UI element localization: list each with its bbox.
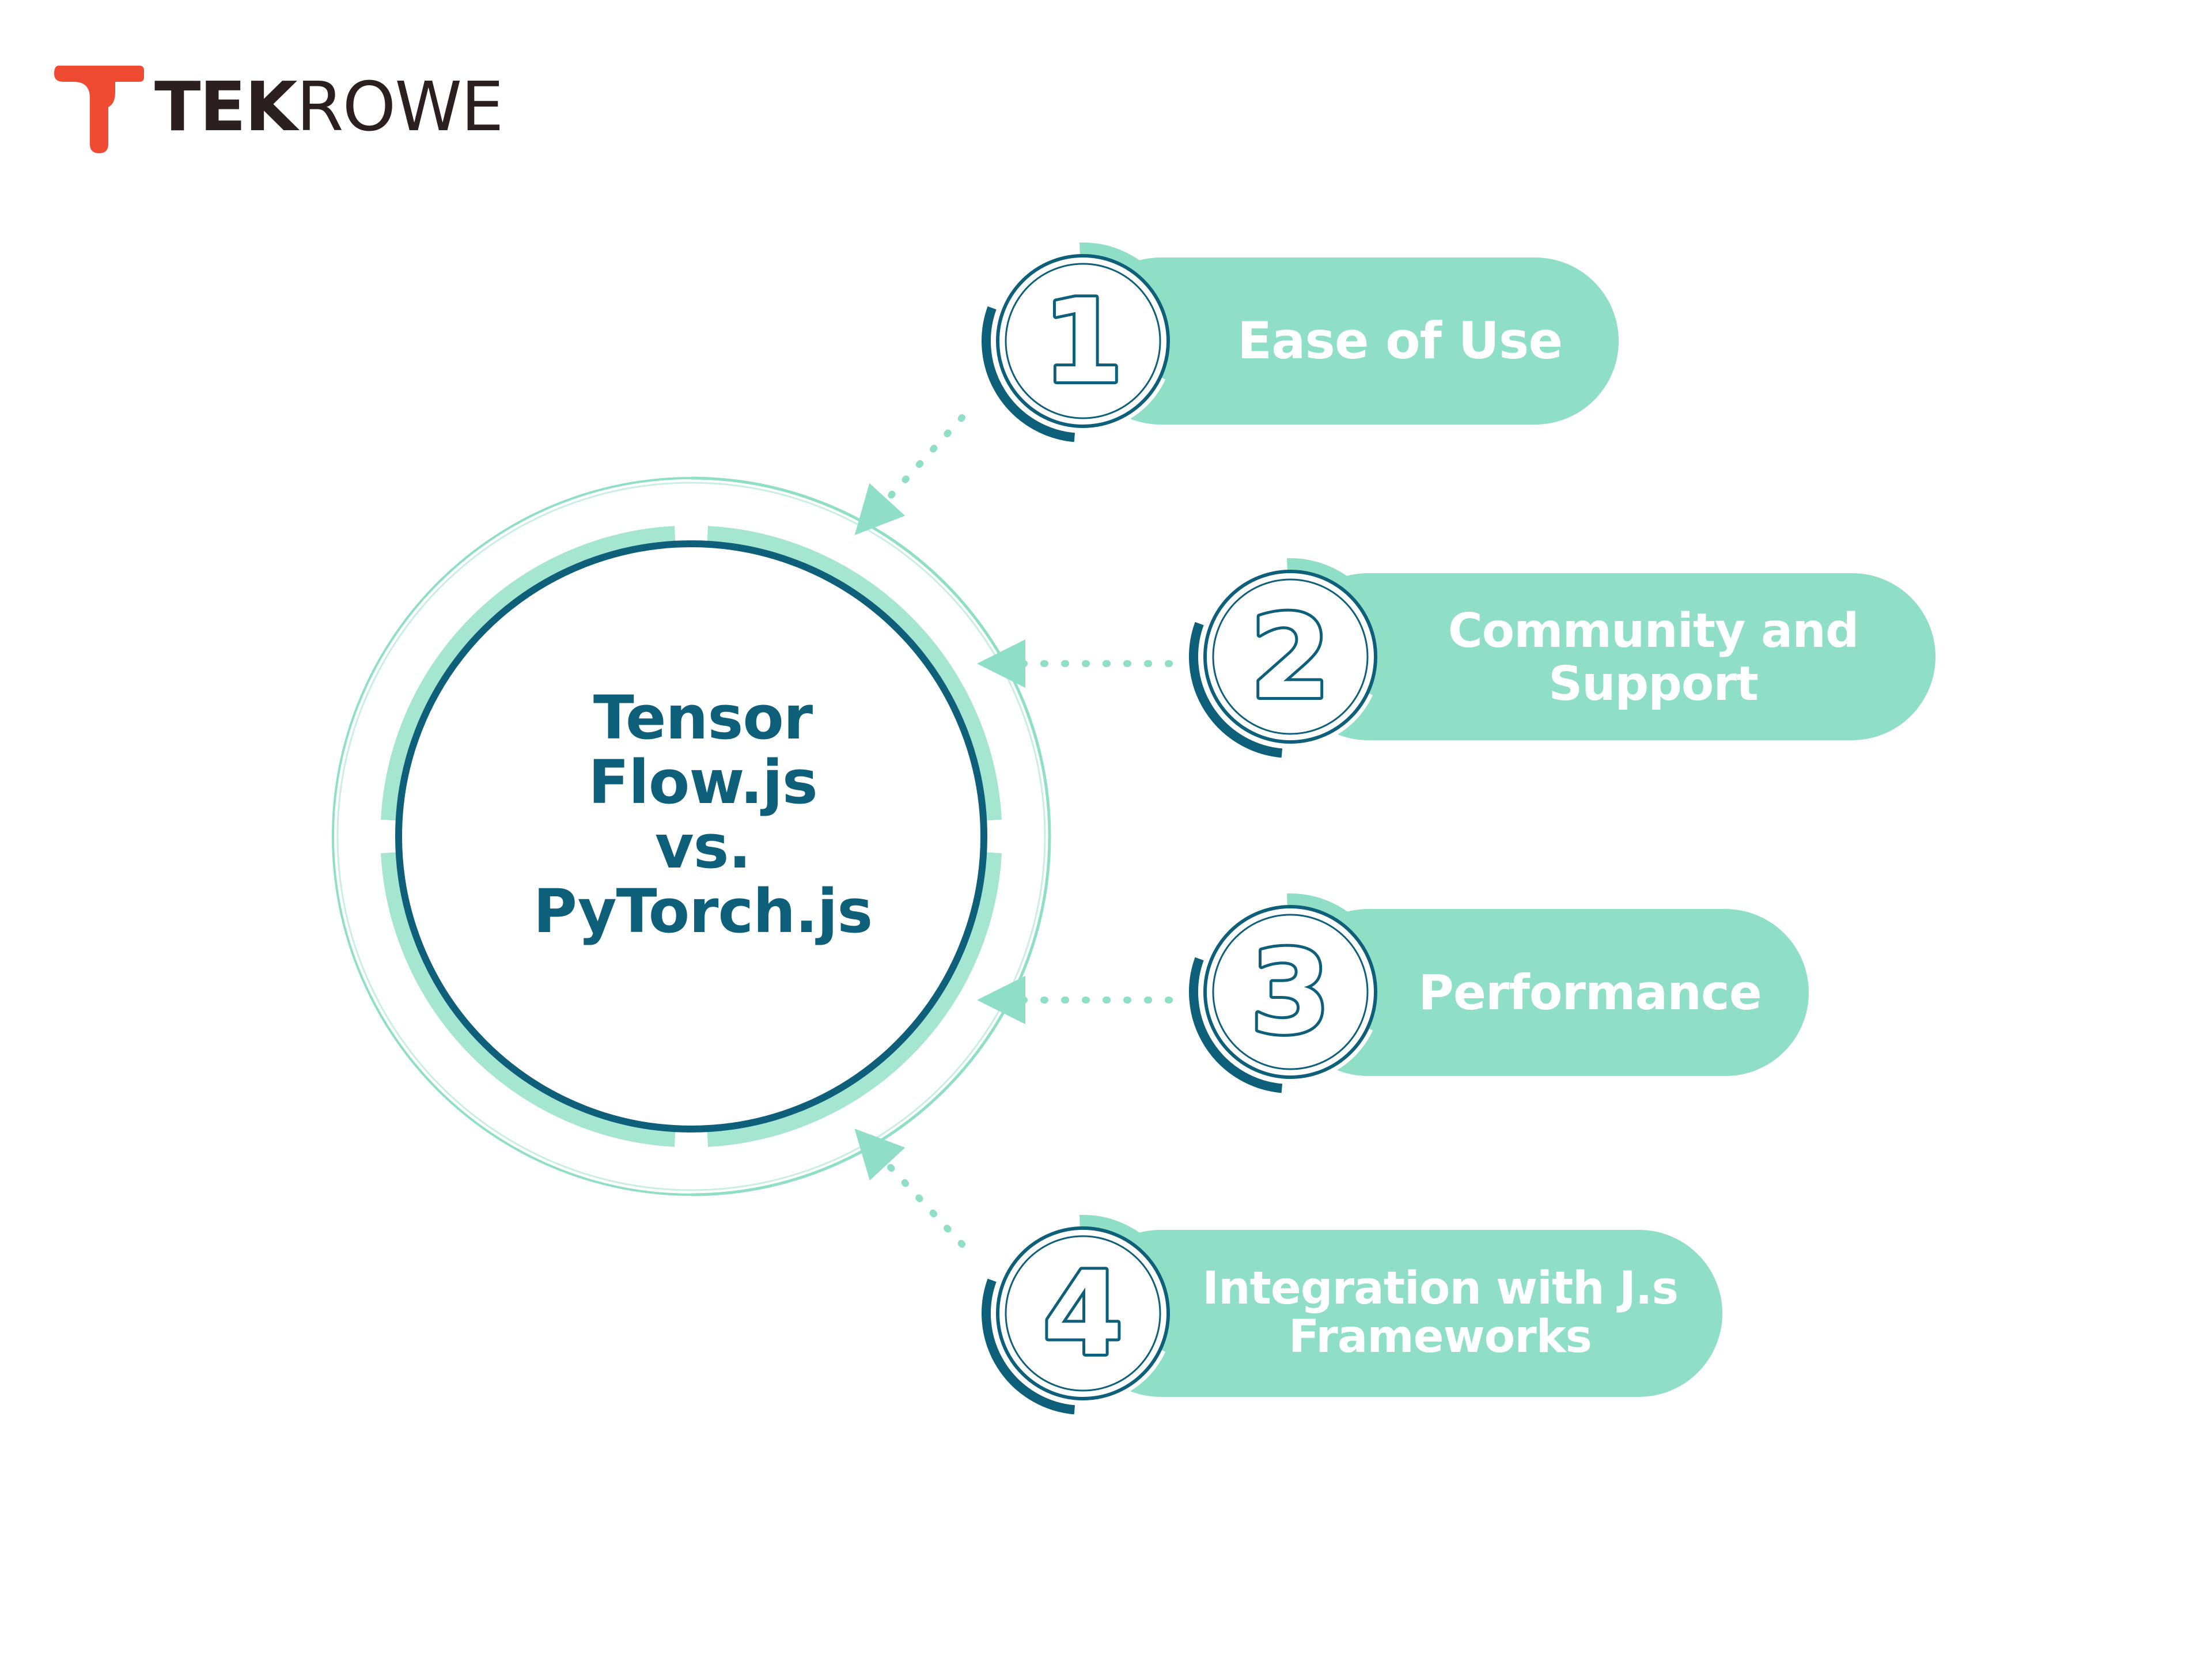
item-label-1-line-1: Ease of Use — [1237, 311, 1563, 370]
badge-mint-arc — [1080, 243, 1181, 383]
badge-mint-arc — [1287, 893, 1389, 1034]
badge-mint-arc — [1287, 558, 1389, 699]
badge-dark-arc — [1189, 957, 1283, 1093]
badge-inner-ring — [996, 254, 1170, 428]
number-badges: 1 2 3 4 — [982, 243, 1389, 1415]
item-label-2-line-1: Community and — [1448, 604, 1859, 658]
item-label-4-line-1: Integration with J.s — [1202, 1263, 1679, 1315]
brand-name-bold: TEK — [154, 67, 298, 146]
number-badge-3: 3 — [1189, 893, 1389, 1093]
connector-arrow-4 — [854, 1128, 965, 1248]
center-title-line-1: Tensor — [593, 683, 813, 753]
badge-inner-ring — [1203, 570, 1377, 744]
center-segmented-ring — [381, 526, 1002, 1147]
item-label-4-line-2: Frameworks — [1289, 1311, 1592, 1363]
item-label-2: Community and Support — [1400, 605, 1907, 711]
center-title-line-3: vs. — [654, 812, 751, 882]
item-pill-4 — [1077, 1230, 1722, 1397]
item-label-2-line-2: Support — [1548, 657, 1759, 711]
item-label-1: Ease of Use — [1215, 309, 1584, 373]
badge-inner-ring — [996, 1226, 1170, 1400]
badge-number: 4 — [1043, 1247, 1123, 1381]
connector-arrows — [854, 414, 1173, 1248]
badge-mint-arc — [1080, 1215, 1181, 1355]
item-pill-1 — [1077, 257, 1619, 425]
badge-dark-arc — [1189, 622, 1283, 758]
item-pills — [1077, 257, 1936, 1397]
item-label-4: Integration with J.s Frameworks — [1181, 1264, 1699, 1361]
badge-number: 3 — [1250, 926, 1330, 1060]
badge-number: 2 — [1250, 590, 1330, 725]
badge-inner-ring — [1203, 905, 1377, 1079]
badge-number: 1 — [1043, 275, 1123, 409]
connector-arrow-1 — [854, 414, 965, 536]
item-pill-3 — [1285, 909, 1809, 1076]
brand-name-light: ROWE — [296, 67, 504, 146]
number-badge-4: 4 — [982, 1215, 1181, 1415]
center-title-line-4: PyTorch.js — [533, 876, 873, 946]
number-badge-1: 1 — [982, 243, 1181, 442]
badge-dark-arc — [982, 306, 1075, 442]
brand-wordmark: TEKROWE — [154, 67, 504, 146]
item-label-3-line-1: Performance — [1418, 964, 1762, 1021]
item-pill-2 — [1285, 573, 1936, 740]
center-title: Tensor Flow.js vs. PyTorch.js — [501, 685, 904, 944]
tekrowe-logo-icon — [54, 66, 144, 153]
item-label-3: Performance — [1400, 961, 1780, 1024]
center-title-line-2: Flow.js — [588, 747, 818, 817]
center-inner-circle — [395, 540, 987, 1132]
badge-dark-arc — [982, 1278, 1075, 1415]
number-badge-2: 2 — [1189, 558, 1389, 758]
